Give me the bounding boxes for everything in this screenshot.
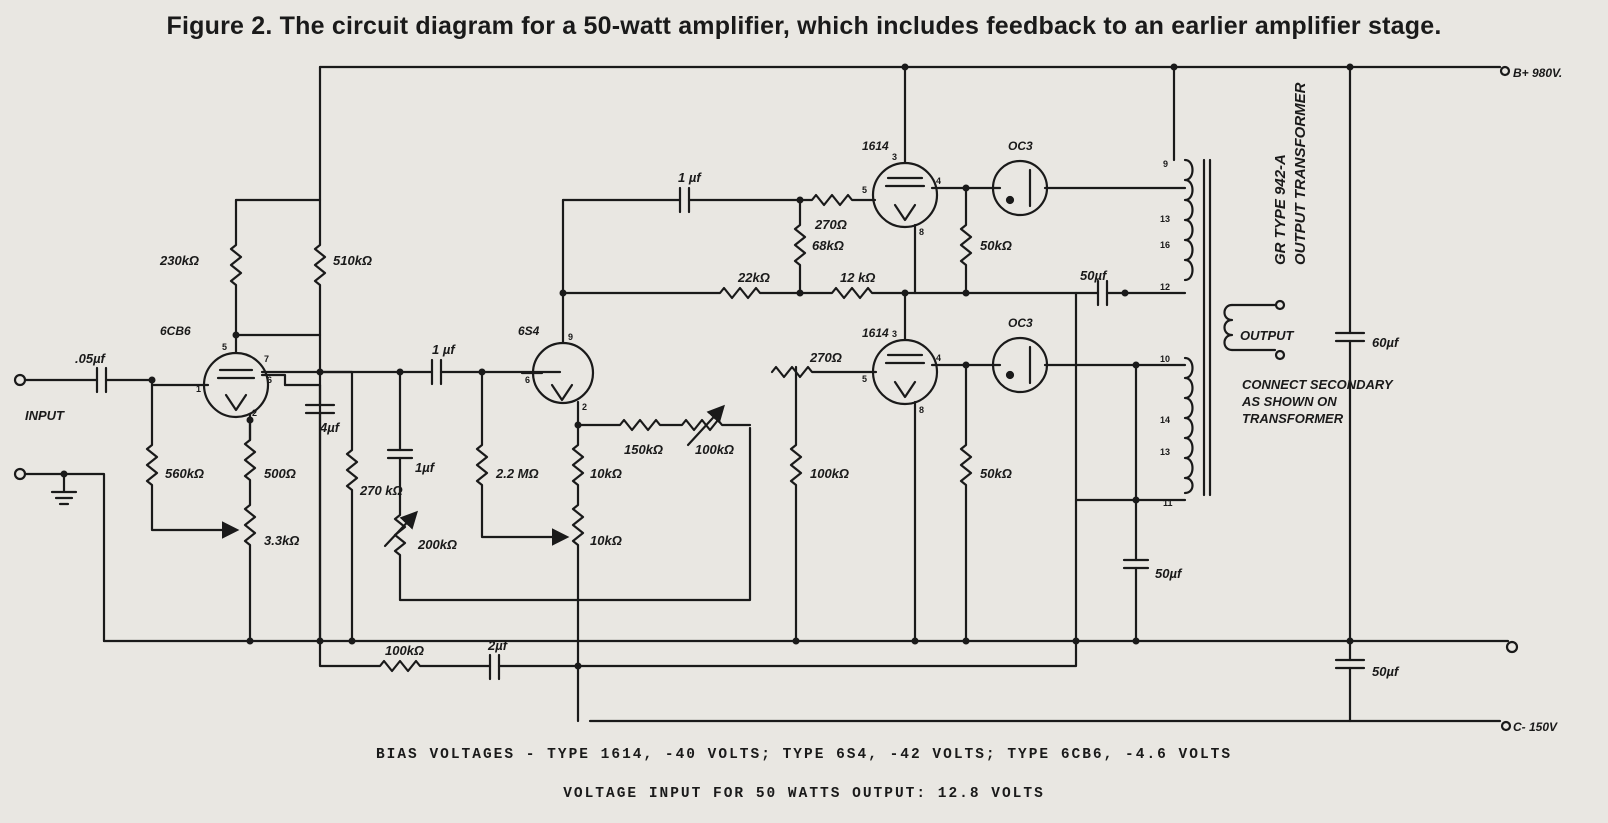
tube-v3-1614	[871, 161, 939, 229]
label-r-270k: 270 kΩ	[359, 483, 403, 498]
cminus-label: C- 150V	[1513, 720, 1558, 734]
cap-c-2uf	[488, 653, 501, 681]
label-c-1uf-b: 1µf	[415, 460, 436, 475]
pin-v3-8: 8	[919, 227, 924, 237]
pin-v1-5: 5	[222, 342, 227, 352]
tube-v4-label: 1614	[862, 326, 889, 340]
label-c-4uf: 4µf	[319, 420, 341, 435]
xf-pin-9: 9	[1163, 159, 1168, 169]
input-ground-terminal	[13, 467, 27, 481]
xf-pin-11: 11	[1163, 498, 1173, 508]
tube-v1-6cb6	[202, 351, 270, 419]
label-c-50uf-a: 50µf	[1080, 268, 1108, 283]
label-r-560k: 560kΩ	[165, 466, 204, 481]
input-label: INPUT	[25, 408, 65, 423]
xf-pin-13a: 13	[1160, 214, 1170, 224]
output-terminal-1	[1274, 299, 1286, 311]
label-r-10k-b: 10kΩ	[590, 533, 622, 548]
transformer-note-3: TRANSFORMER	[1242, 411, 1344, 426]
cap-c-50uf-b	[1122, 558, 1150, 570]
tube-v2-label: 6S4	[518, 324, 540, 338]
pin-v3-4: 4	[936, 176, 941, 186]
label-r-12k: 12 kΩ	[840, 270, 875, 285]
tube-vr1-label: OC3	[1008, 139, 1033, 153]
label-r-100k-var: 100kΩ	[695, 442, 734, 457]
transformer-name: OUTPUT TRANSFORMER	[1292, 82, 1309, 265]
cap-c-50uf-c	[1334, 658, 1366, 670]
pin-v4-3: 3	[892, 329, 897, 339]
transformer-core	[1202, 158, 1212, 497]
label-r-50k-a: 50kΩ	[980, 238, 1012, 253]
label-c-60uf: 60µf	[1372, 335, 1400, 350]
tube-v3-label: 1614	[862, 139, 889, 153]
label-r-100k-fb: 100kΩ	[385, 643, 424, 658]
xf-pin-12: 12	[1160, 282, 1170, 292]
label-r-10k-a: 10kΩ	[590, 466, 622, 481]
ground-symbol	[50, 472, 78, 506]
bias-voltages-note: BIAS VOLTAGES - TYPE 1614, -40 VOLTS; TY…	[375, 747, 1233, 763]
transformer-note-2: AS SHOWN ON	[1241, 394, 1337, 409]
xf-pin-13b: 13	[1160, 447, 1170, 457]
pin-v1-1: 1	[196, 384, 201, 394]
pin-v2-9: 9	[568, 332, 573, 342]
cap-c-1uf-top	[678, 186, 691, 214]
label-r-270-b: 270Ω	[809, 350, 842, 365]
pin-v3-3: 3	[892, 152, 897, 162]
transformer-note-1: CONNECT SECONDARY	[1242, 377, 1394, 392]
cap-c-60uf	[1334, 331, 1366, 343]
xf-pin-14: 14	[1160, 415, 1170, 425]
label-c-1uf-top: 1 µf	[678, 170, 702, 185]
xf-pin-10: 10	[1160, 354, 1170, 364]
label-c-in: .05µf	[75, 351, 107, 366]
label-r-50k-b: 50kΩ	[980, 466, 1012, 481]
output-terminal-2	[1274, 349, 1286, 361]
pin-v1-2: 2	[252, 408, 257, 418]
cap-c-1uf-b	[386, 448, 414, 460]
pin-v2-6: 6	[525, 375, 530, 385]
label-c-1uf-a: 1 µf	[432, 342, 456, 357]
pin-v1-6: 6	[267, 375, 272, 385]
pin-v4-8: 8	[919, 405, 924, 415]
xf-pin-16: 16	[1160, 240, 1170, 250]
tube-vr2-label: OC3	[1008, 316, 1033, 330]
cap-c-50uf-a	[1096, 279, 1109, 307]
pin-v3-5: 5	[862, 185, 867, 195]
cminus-terminal	[1500, 720, 1512, 732]
label-c-2uf: 2µf	[487, 638, 509, 653]
label-r-150k: 150kΩ	[624, 442, 663, 457]
ground-terminal	[1505, 640, 1519, 654]
label-r-3-3k: 3.3kΩ	[264, 533, 299, 548]
label-r-200k: 200kΩ	[417, 537, 457, 552]
figure-title: Figure 2. The circuit diagram for a 50-w…	[166, 12, 1442, 40]
pin-v1-7: 7	[264, 354, 269, 364]
label-c-50uf-c: 50µf	[1372, 664, 1400, 679]
label-r-2-2m: 2.2 MΩ	[495, 466, 539, 481]
label-r-510k: 510kΩ	[333, 253, 372, 268]
label-r-230k: 230kΩ	[159, 253, 199, 268]
label-r-22k: 22kΩ	[737, 270, 770, 285]
label-c-50uf-b: 50µf	[1155, 566, 1183, 581]
transformer-primary-lower	[1183, 356, 1194, 495]
transformer-primary-upper	[1183, 158, 1194, 282]
output-label: OUTPUT	[1240, 328, 1295, 343]
bplus-label: B+ 980V.	[1513, 66, 1562, 80]
transformer-secondary	[1223, 303, 1234, 352]
label-r-100k: 100kΩ	[810, 466, 849, 481]
cap-c-in	[95, 366, 108, 394]
label-r-500: 500Ω	[264, 466, 296, 481]
pin-v2-2: 2	[582, 402, 587, 412]
pin-v4-5: 5	[862, 374, 867, 384]
tube-v4-1614	[871, 338, 939, 406]
tube-v1-label: 6CB6	[160, 324, 191, 338]
transformer-type: GR TYPE 942-A	[1272, 154, 1289, 265]
label-r-68k: 68kΩ	[812, 238, 844, 253]
input-voltage-note: VOLTAGE INPUT FOR 50 WATTS OUTPUT: 12.8 …	[563, 786, 1045, 802]
bplus-terminal	[1499, 65, 1511, 77]
input-terminal	[13, 373, 27, 387]
pin-v4-4: 4	[936, 353, 941, 363]
label-r-270-a: 270Ω	[814, 217, 847, 232]
cap-c-1uf-a	[430, 358, 443, 386]
